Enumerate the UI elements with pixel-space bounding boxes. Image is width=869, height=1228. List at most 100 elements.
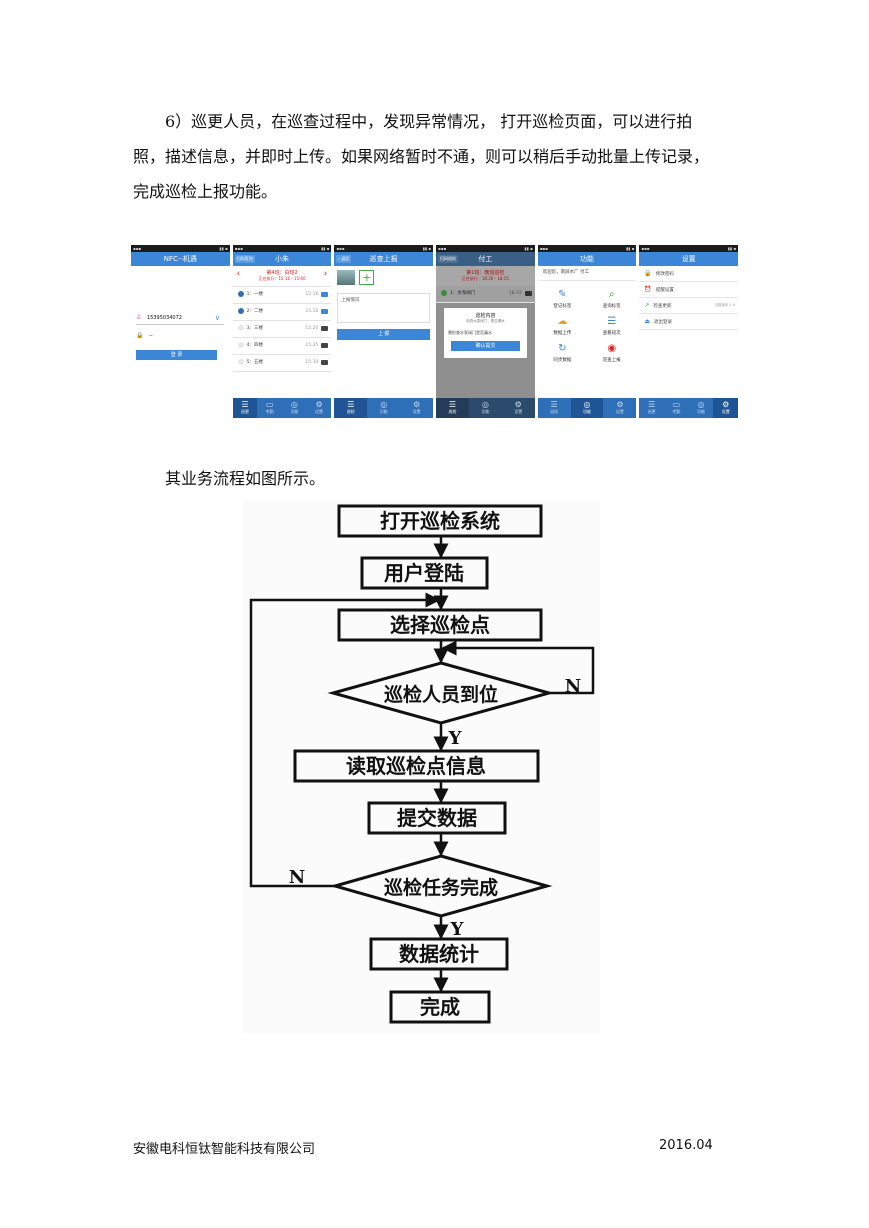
sliders-icon: ☰ — [550, 400, 558, 409]
camera-icon[interactable] — [321, 360, 329, 365]
flow-no-label: N — [565, 676, 581, 697]
chevron-down-icon[interactable]: ∨ — [214, 314, 220, 322]
welcome-text: 欢迎您，南屏水厂 付工 — [537, 266, 637, 281]
status-dot-icon — [237, 324, 244, 331]
compass-icon: ◎ — [290, 400, 298, 409]
function-view-shifts[interactable]: ☰查看班次 — [587, 314, 636, 341]
phone-report-screen: ▪▪▪▮▮ ▪ ‹ 返回 巡查上报 + 上报情况 上 报 ☰巡检 ◎功能 ⚙设置 — [334, 245, 434, 418]
nav-item-settings[interactable]: ⚙设置 — [502, 398, 535, 418]
camera-icon[interactable] — [321, 309, 329, 314]
content-dialog: 巡检内容 检查水泵阀门，是否漏水 需检查水泵阀门是否漏水 确认提交 — [444, 308, 528, 358]
document-icon: ▭ — [672, 400, 681, 409]
add-photo-icon[interactable]: + — [359, 270, 375, 285]
document-icon: ▭ — [265, 400, 274, 409]
dialog-text: 需检查水泵阀门是否漏水 — [448, 330, 493, 335]
camera-icon[interactable] — [321, 343, 329, 348]
camera-icon[interactable] — [321, 292, 329, 297]
paragraph-line: 照，描述信息，并即时上传。如果网络暂时不通，则可以稍后手动批量上传记录， — [133, 147, 710, 166]
nav-item-functions[interactable]: ◎功能 — [570, 398, 604, 418]
screen-title: 功能 — [537, 252, 637, 266]
function-register-tag[interactable]: ✎登记标签 — [538, 287, 587, 314]
nav-item-patrol[interactable]: ☰巡检 — [334, 398, 368, 418]
confirm-submit-button[interactable]: 确认提交 — [451, 341, 521, 351]
prev-arrow-icon[interactable]: ‹ — [236, 269, 241, 279]
photo-thumbnail[interactable] — [337, 270, 356, 285]
status-dot-icon — [237, 341, 244, 348]
paragraph-line: 6）巡更人员，在巡查过程中，发现异常情况， 打开巡检页面，可以进行拍 — [165, 112, 693, 131]
shift-name: 第1班：晚班巡检 — [466, 270, 505, 276]
paragraph-text: 其业务流程如图所示。 — [133, 461, 741, 496]
business-flowchart: 打开巡检系统 用户登陆 选择巡检点 巡检人员到位 读取巡检点信息 提交数据 巡检… — [243, 500, 600, 1033]
version-text: 当前版本 1.0 — [714, 303, 736, 307]
nav-item-settings[interactable]: ⚙设置 — [400, 398, 433, 418]
flow-step-read — [293, 749, 540, 783]
login-button[interactable]: 登 录 — [136, 350, 217, 360]
flow-step-read-label: 读取巡检点信息 — [346, 754, 486, 778]
password-field[interactable]: 🔒 -- — [136, 332, 153, 339]
screen-title: 巡查上报 — [369, 255, 398, 263]
nav-item-patrol[interactable]: ☰巡更 — [232, 398, 258, 418]
nav-item-attendance[interactable]: ▭考勤 — [257, 398, 282, 418]
shift-name: 第4班：白班2 — [266, 270, 298, 276]
nav-item-attendance[interactable]: ▭考勤 — [664, 398, 689, 418]
camera-icon[interactable] — [321, 326, 329, 331]
nav-item-settings[interactable]: ⚙设置 — [307, 398, 332, 418]
screen-title: 小朱 — [275, 255, 289, 263]
function-upload-data[interactable]: ☁数据上传 — [538, 314, 587, 341]
dialog-subtitle: 检查水泵阀门，是否漏水 — [466, 319, 505, 323]
lock-icon: 🔒 — [136, 332, 144, 339]
status-bar: ▪▪▪▮▮ ▪ — [232, 245, 332, 252]
paragraph-line: 其业务流程如图所示。 — [165, 469, 326, 488]
status-dot-icon — [237, 358, 244, 365]
nav-item-functions[interactable]: ◎功能 — [689, 398, 714, 418]
nav-item-functions[interactable]: ◎功能 — [367, 398, 400, 418]
flow-decision-complete-label: 巡检任务完成 — [384, 876, 498, 899]
phone-task-list-screen: ▪▪▪▮▮ ▪ 扫码签到 小朱 ‹ 第4班：白班2 正在执行：15:16 - 1… — [232, 245, 332, 418]
next-arrow-icon[interactable]: › — [323, 269, 328, 279]
nav-item-patrol[interactable]: ☰巡检 — [538, 398, 571, 418]
flow-step-select-label: 选择巡检点 — [390, 613, 490, 637]
username-field[interactable]: ♙ 15395034072 ∨ — [136, 312, 224, 325]
settings-item-logout[interactable]: ⏏退出登录 — [639, 314, 739, 330]
nav-item-patrol[interactable]: ☰巡更 — [639, 398, 664, 418]
bottom-nav: ☰巡检 ◎功能 ⚙设置 — [436, 398, 535, 418]
back-button[interactable]: ‹ 返回 — [336, 255, 352, 263]
flow-step-open-label: 打开巡检系统 — [380, 509, 500, 533]
trend-icon: ↗ — [644, 302, 650, 309]
nav-item-functions[interactable]: ◎功能 — [469, 398, 502, 418]
camera-icon[interactable] — [524, 291, 532, 296]
scan-button[interactable]: 扫码巡检 — [438, 255, 459, 263]
flow-step-submit-label: 提交数据 — [397, 806, 477, 830]
nav-item-settings[interactable]: ⚙设置 — [713, 398, 739, 418]
cloud-upload-icon: ☁ — [557, 316, 568, 327]
bottom-nav: ☰巡检 ◎功能 ⚙设置 — [537, 398, 637, 418]
compass-icon: ◎ — [481, 400, 489, 409]
nav-item-patrol[interactable]: ☰巡检 — [436, 398, 469, 418]
bottom-nav: ☰巡更 ▭考勤 ◎功能 ⚙设置 — [232, 398, 332, 418]
settings-item-check-update[interactable]: ↗检查更新当前版本 1.0 — [639, 298, 739, 314]
function-query-tag[interactable]: ⌕查询标签 — [587, 287, 636, 314]
status-bar: ▪▪▪▮▮ ▪ — [537, 245, 637, 252]
screen-header: 扫码巡检 付工 — [436, 252, 535, 266]
nav-item-functions[interactable]: ◎功能 — [282, 398, 307, 418]
scan-button[interactable]: 扫码签到 — [234, 255, 255, 263]
settings-item-reminder[interactable]: ⏰提醒设置 — [639, 282, 739, 298]
settings-item-change-password[interactable]: 🔒修改密码 — [639, 266, 739, 282]
screen-header: ‹ 返回 巡查上报 — [334, 252, 434, 266]
compass-icon: ◎ — [583, 400, 591, 409]
function-grid: ✎登记标签 ⌕查询标签 ☁数据上传 ☰查看班次 ↻同步数据 ◉巡查上报 — [538, 281, 637, 368]
submit-report-button[interactable]: 上 报 — [337, 329, 431, 340]
function-patrol-report[interactable]: ◉巡查上报 — [587, 341, 636, 368]
nav-item-settings[interactable]: ⚙设置 — [603, 398, 636, 418]
function-sync-data[interactable]: ↻同步数据 — [538, 341, 587, 368]
report-description-field[interactable]: 上报情况 — [337, 293, 431, 323]
logout-icon: ⏏ — [644, 318, 651, 325]
footer-company: 安徽电科恒钛智能科技有限公司 — [133, 1142, 316, 1157]
compass-icon: ◎ — [380, 400, 388, 409]
